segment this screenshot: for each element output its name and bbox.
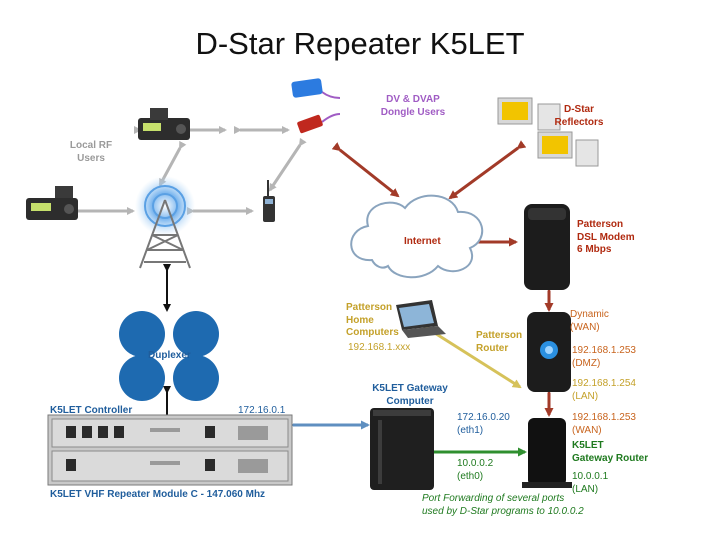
router-lan-label: 192.168.1.254(LAN)	[572, 378, 636, 402]
patterson-router	[527, 312, 571, 392]
controller-ip-label: 172.16.0.1	[238, 405, 286, 416]
gateway-router	[522, 418, 572, 488]
home-computers-ip: 192.168.1.xxx	[348, 342, 411, 353]
page-title: D-Star Repeater K5LET	[195, 26, 525, 61]
handheld-radio	[263, 180, 275, 222]
internet-cloud	[350, 194, 484, 279]
dongle-connectors	[321, 91, 341, 123]
eth0-label: 10.0.0.2(eth0)	[457, 458, 494, 482]
gateway-wan-label: 192.168.1.253(WAN)	[572, 412, 636, 436]
dongle-internet-link	[331, 142, 400, 198]
repeater-tower	[135, 176, 195, 269]
dongle-wire-1	[321, 91, 341, 99]
reflector-internet-link	[448, 140, 527, 200]
internet-label: Internet	[404, 236, 441, 247]
controller-label: K5LET Controller	[50, 405, 133, 416]
controller-rack	[47, 414, 293, 486]
duplexer-cavities	[119, 311, 219, 401]
dsl-modem	[524, 204, 570, 290]
dongle-wire-2	[321, 113, 341, 123]
mobile-radio-left	[26, 186, 78, 220]
gateway-lan-label: 10.0.0.1(LAN)	[572, 471, 609, 495]
home-router-link	[421, 322, 522, 389]
home-laptop	[396, 300, 446, 338]
mobile-radio-top	[138, 108, 190, 140]
repeater-module-label: K5LET VHF Repeater Module C - 147.060 Mh…	[50, 489, 266, 500]
dv-dongles	[291, 78, 323, 134]
duplexer-label: Duplexer	[148, 350, 191, 361]
router-dmz-label: 192.168.1.253(DMZ)	[572, 345, 636, 369]
gateway-computer	[370, 408, 434, 490]
eth1-label: 172.16.0.20(eth1)	[457, 412, 510, 436]
router-dynamic-label: Dynamic(WAN)	[570, 309, 609, 333]
tower-dongle-link	[268, 137, 307, 192]
reflector-computers	[497, 97, 599, 167]
